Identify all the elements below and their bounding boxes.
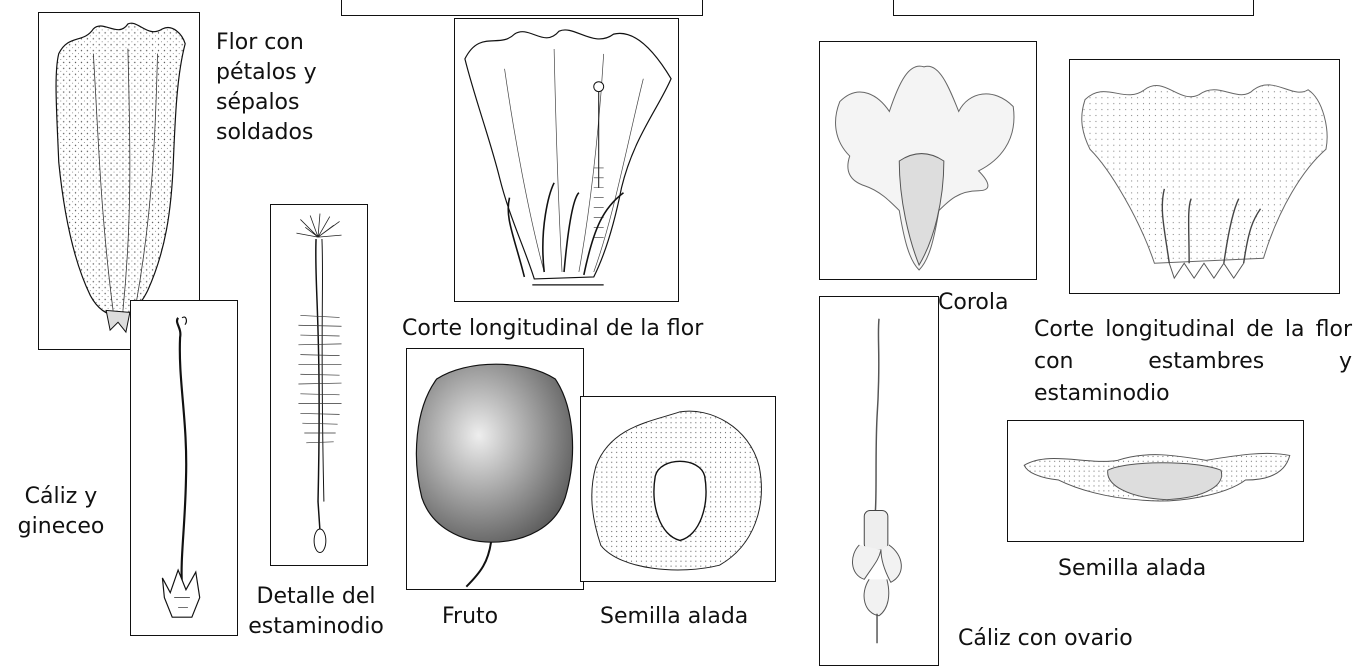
calyx-gynoecium-drawing — [131, 301, 237, 635]
winged-seed-left-label: Semilla alada — [600, 602, 748, 632]
calyx-ovary-illustration — [819, 296, 939, 666]
staminode-label: Detalle del estaminodio — [236, 582, 396, 642]
corolla-drawing — [820, 42, 1036, 279]
calyx-ovary-label: Cáliz con ovario — [958, 624, 1133, 654]
corolla-illustration — [819, 41, 1037, 280]
calyx-ovary-drawing — [820, 297, 938, 665]
fruit-illustration — [406, 348, 584, 590]
winged-seed-left-illustration — [580, 396, 776, 582]
fruit-label: Fruto — [442, 602, 498, 632]
winged-seed-left-drawing — [581, 397, 775, 581]
staminode-illustration — [270, 204, 368, 566]
calyx-gynoecium-illustration — [130, 300, 238, 636]
staminode-drawing — [271, 205, 367, 565]
flower-drawing — [39, 13, 199, 349]
top-header-box-right — [893, 0, 1254, 16]
long-section-drawing — [455, 19, 678, 301]
long-section-stamens-drawing — [1070, 60, 1339, 293]
long-section-illustration — [454, 18, 679, 302]
winged-seed-right-label: Semilla alada — [1058, 554, 1206, 584]
long-section-label: Corte longitudinal de la flor — [402, 314, 703, 344]
winged-seed-right-illustration — [1007, 420, 1304, 542]
winged-seed-right-drawing — [1008, 421, 1303, 541]
calyx-gynoecium-label: Cáliz y gineceo — [6, 482, 116, 542]
corolla-label: Corola — [938, 288, 1008, 318]
fruit-drawing — [407, 349, 583, 589]
top-header-box-left — [341, 0, 703, 16]
long-section-stamens-label: Corte longitudinal de la flor con estamb… — [1034, 314, 1352, 410]
long-section-stamens-illustration — [1069, 59, 1340, 294]
flower-label: Flor con pétalos y sépalos soldados — [216, 28, 336, 148]
